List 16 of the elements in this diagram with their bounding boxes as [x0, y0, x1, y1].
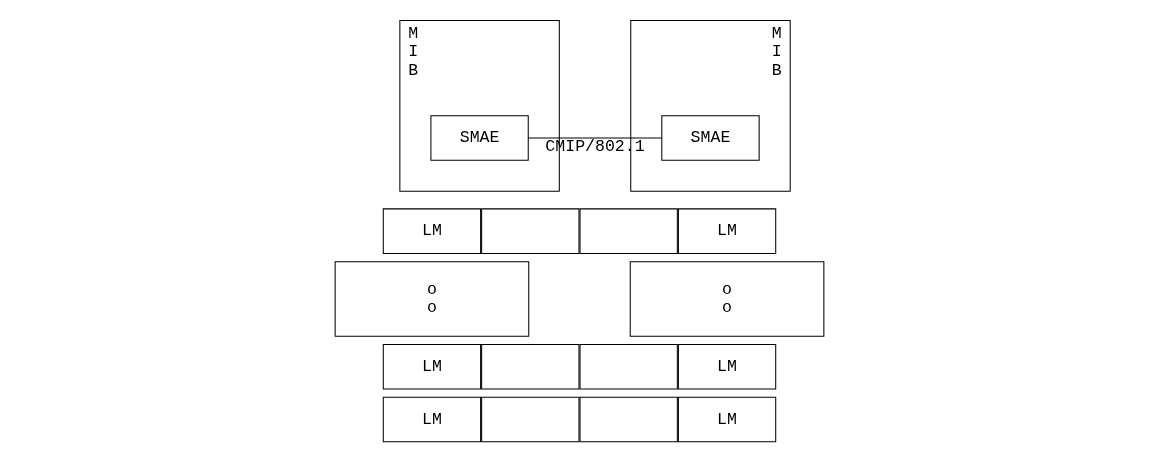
node-box: SMAE [429, 115, 529, 161]
node-box: LM [382, 208, 481, 254]
node-box: LM [382, 396, 481, 443]
node-box [480, 208, 579, 254]
node-box: LM [677, 344, 776, 390]
node-box: LM [677, 208, 776, 254]
node-box: LM [382, 344, 481, 390]
node-box [579, 396, 678, 443]
node-box: o o [629, 261, 824, 337]
node-box: LM [677, 396, 776, 443]
node-box: SMAE [660, 115, 760, 161]
node-box [579, 344, 678, 390]
node-box [480, 396, 579, 443]
node-box [480, 344, 579, 390]
node-box [579, 208, 678, 254]
node-box: o o [334, 261, 529, 337]
